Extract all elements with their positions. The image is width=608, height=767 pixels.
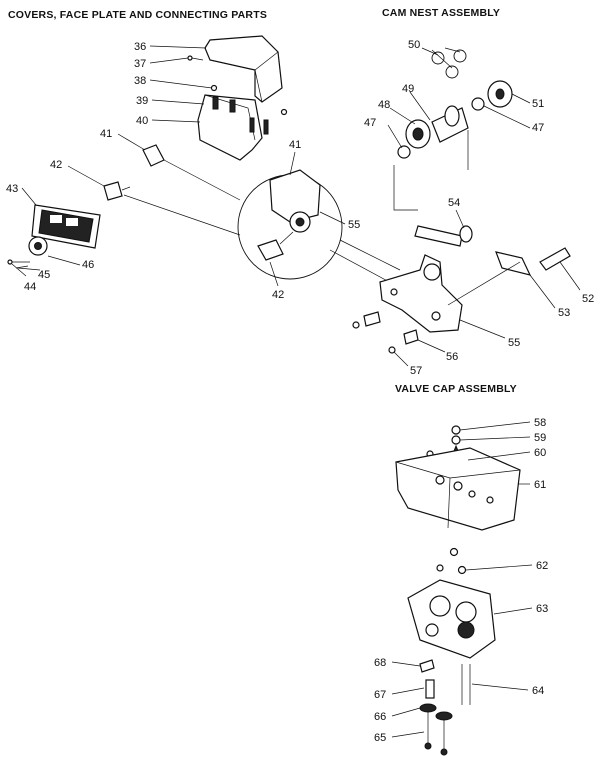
part-label-40: 40 — [136, 115, 148, 127]
part-label-52: 52 — [582, 293, 594, 305]
part-label-43: 43 — [6, 183, 18, 195]
part-label-53: 53 — [558, 307, 570, 319]
part-label-41: 41 — [100, 128, 112, 140]
part-label-45: 45 — [38, 269, 50, 281]
part-label-42-inset: 42 — [272, 289, 284, 301]
part-label-62: 62 — [536, 560, 548, 572]
part-label-68: 68 — [374, 657, 386, 669]
part-label-49: 49 — [402, 83, 414, 95]
part-label-66: 66 — [374, 711, 386, 723]
part-label-47b: 47 — [532, 122, 544, 134]
part-label-47: 47 — [364, 117, 376, 129]
cam-nest-drawing — [352, 49, 571, 354]
section-title-covers: COVERS, FACE PLATE AND CONNECTING PARTS — [8, 9, 267, 21]
valve-cap-drawing — [395, 425, 521, 756]
part-label-63: 63 — [536, 603, 548, 615]
part-label-44: 44 — [24, 281, 36, 293]
part-label-55: 55 — [508, 337, 520, 349]
part-label-61: 61 — [534, 479, 546, 491]
part-label-55-inset: 55 — [348, 219, 360, 231]
part-label-65: 65 — [374, 732, 386, 744]
part-label-39: 39 — [136, 95, 148, 107]
part-number-labels: 36 37 38 39 40 41 42 43 44 45 46 41 55 4… — [6, 39, 594, 744]
part-label-38: 38 — [134, 75, 146, 87]
part-label-51: 51 — [532, 98, 544, 110]
cover-assembly-drawing — [187, 35, 288, 161]
part-label-50: 50 — [408, 39, 420, 51]
detail-inset-drawing — [123, 159, 401, 286]
part-label-54: 54 — [448, 197, 460, 209]
part-label-67: 67 — [374, 689, 386, 701]
part-label-59: 59 — [534, 432, 546, 444]
part-label-56: 56 — [446, 351, 458, 363]
section-title-cam-nest: CAM NEST ASSEMBLY — [382, 7, 500, 19]
part-label-41-inset: 41 — [289, 139, 301, 151]
part-label-36: 36 — [134, 41, 146, 53]
part-label-37: 37 — [134, 58, 146, 70]
part-label-42: 42 — [50, 159, 62, 171]
part-label-58: 58 — [534, 417, 546, 429]
part-label-46: 46 — [82, 259, 94, 271]
part-label-64: 64 — [532, 685, 544, 697]
section-title-valve-cap: VALVE CAP ASSEMBLY — [395, 383, 517, 395]
part-label-60: 60 — [534, 447, 546, 459]
part-label-48: 48 — [378, 99, 390, 111]
leader-lines — [11, 45, 581, 738]
knob-and-dial-drawing — [7, 144, 165, 269]
part-label-57: 57 — [410, 365, 422, 377]
